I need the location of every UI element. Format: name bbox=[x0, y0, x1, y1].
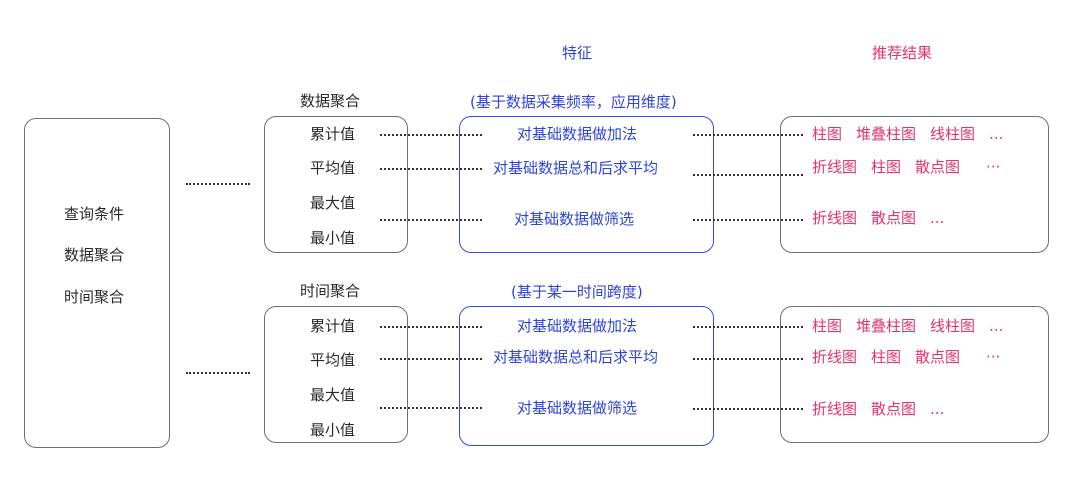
result-row: 折线图散点图... bbox=[812, 208, 958, 228]
features-box-data-aggregation bbox=[459, 116, 714, 253]
result-more: ··· bbox=[986, 348, 1001, 366]
result-item: 柱图 bbox=[871, 158, 902, 176]
result-more: ... bbox=[989, 125, 1004, 143]
features-box-time-aggregation bbox=[459, 306, 714, 446]
feature-sum: 对基础数据做加法 bbox=[517, 317, 638, 335]
feature-note-data-aggregation: (基于数据采集频率，应用维度) bbox=[470, 93, 677, 111]
feature-sum: 对基础数据做加法 bbox=[517, 125, 638, 143]
metric-min: 最小值 bbox=[310, 421, 356, 439]
query-conditions-box bbox=[24, 118, 170, 448]
connector-metric-cumulative bbox=[380, 326, 482, 328]
metrics-box-data-aggregation bbox=[264, 116, 408, 253]
query-item-conditions: 查询条件 bbox=[64, 205, 125, 223]
result-more: ... bbox=[930, 209, 945, 227]
result-row: 折线图柱图散点图 ··· bbox=[812, 157, 1014, 177]
result-item: 堆叠柱图 bbox=[856, 125, 917, 143]
feature-average: 对基础数据总和后求平均 bbox=[493, 159, 659, 177]
connector-feature-filter bbox=[693, 219, 803, 221]
result-item: 线柱图 bbox=[930, 317, 976, 335]
connector-feature-average bbox=[693, 174, 803, 176]
result-item: 散点图 bbox=[871, 400, 917, 418]
connector-query-to-data-agg bbox=[186, 183, 250, 185]
connector-metric-maxmin bbox=[380, 219, 482, 221]
feature-average: 对基础数据总和后求平均 bbox=[493, 348, 659, 366]
result-item: 柱图 bbox=[871, 348, 902, 366]
result-item: 折线图 bbox=[812, 158, 858, 176]
result-row: 折线图散点图... bbox=[812, 399, 958, 419]
feature-filter: 对基础数据做筛选 bbox=[514, 210, 635, 228]
header-features: 特征 bbox=[562, 44, 593, 62]
result-item: 堆叠柱图 bbox=[856, 317, 917, 335]
feature-note-time-aggregation: (基于某一时间跨度) bbox=[511, 283, 643, 301]
result-item: 散点图 bbox=[915, 158, 961, 176]
feature-filter: 对基础数据做筛选 bbox=[517, 399, 638, 417]
group-title-time-aggregation: 时间聚合 bbox=[300, 282, 361, 300]
query-item-time-aggregation: 时间聚合 bbox=[64, 288, 125, 306]
connector-metric-maxmin bbox=[380, 407, 482, 409]
result-more: ... bbox=[930, 400, 945, 418]
connector-feature-sum bbox=[693, 326, 803, 328]
result-row: 柱图堆叠柱图线柱图... bbox=[812, 316, 1017, 336]
metric-min: 最小值 bbox=[310, 229, 356, 247]
results-box-data-aggregation bbox=[780, 116, 1049, 253]
result-item: 线柱图 bbox=[930, 125, 976, 143]
metric-max: 最大值 bbox=[310, 386, 356, 404]
metric-average: 平均值 bbox=[310, 159, 356, 177]
connector-query-to-time-agg bbox=[186, 372, 250, 374]
metric-average: 平均值 bbox=[310, 351, 356, 369]
connector-feature-sum bbox=[693, 134, 803, 136]
result-item: 散点图 bbox=[871, 209, 917, 227]
metric-cumulative: 累计值 bbox=[310, 317, 356, 335]
connector-metric-average bbox=[380, 358, 482, 360]
metric-max: 最大值 bbox=[310, 194, 356, 212]
query-item-data-aggregation: 数据聚合 bbox=[64, 246, 125, 264]
result-item: 折线图 bbox=[812, 209, 858, 227]
connector-feature-filter bbox=[693, 408, 803, 410]
result-item: 散点图 bbox=[915, 348, 961, 366]
metrics-box-time-aggregation bbox=[264, 306, 408, 443]
connector-metric-average bbox=[380, 168, 482, 170]
group-title-data-aggregation: 数据聚合 bbox=[300, 92, 361, 110]
results-box-time-aggregation bbox=[780, 306, 1049, 443]
connector-feature-average bbox=[693, 358, 803, 360]
result-item: 柱图 bbox=[812, 317, 843, 335]
result-item: 折线图 bbox=[812, 400, 858, 418]
header-results: 推荐结果 bbox=[872, 44, 933, 62]
metric-cumulative: 累计值 bbox=[310, 125, 356, 143]
result-more: ... bbox=[989, 317, 1004, 335]
result-more: ··· bbox=[986, 158, 1001, 176]
result-item: 折线图 bbox=[812, 348, 858, 366]
result-row: 柱图堆叠柱图线柱图... bbox=[812, 124, 1017, 144]
result-row: 折线图柱图散点图 ··· bbox=[812, 347, 1014, 367]
connector-metric-cumulative bbox=[380, 134, 482, 136]
result-item: 柱图 bbox=[812, 125, 843, 143]
